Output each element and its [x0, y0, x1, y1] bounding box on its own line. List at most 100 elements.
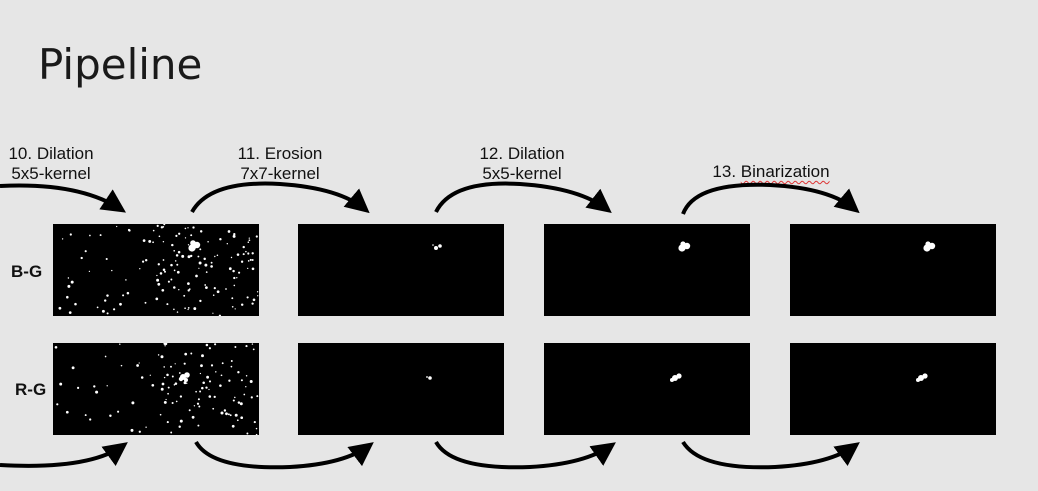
noise-speck	[67, 284, 71, 288]
noise-speck	[212, 294, 215, 296]
noise-speck	[171, 401, 174, 405]
arrow-bottom-10	[0, 442, 128, 468]
noise-speck	[187, 282, 190, 285]
noise-speck	[190, 352, 193, 355]
noise-speck	[111, 269, 113, 272]
noise-speck	[176, 270, 180, 274]
noise-speck	[156, 278, 160, 282]
noise-speck	[175, 254, 179, 257]
noise-speck	[247, 267, 249, 270]
noise-speck	[257, 295, 259, 297]
noise-speck	[210, 265, 213, 268]
noise-speck	[183, 362, 186, 365]
noise-speck	[236, 253, 240, 256]
noise-speck	[223, 409, 227, 412]
noise-speck	[240, 416, 244, 420]
noise-speck	[234, 396, 236, 399]
noise-speck	[197, 255, 200, 258]
noise-speck	[160, 355, 164, 359]
noise-speck	[187, 308, 189, 311]
noise-speck	[230, 365, 233, 368]
noise-speck	[174, 260, 177, 262]
noise-speck	[210, 364, 214, 367]
noise-speck	[251, 302, 254, 305]
noise-speck	[255, 427, 258, 430]
noise-speck	[162, 240, 165, 243]
noise-speck	[233, 284, 236, 287]
noise-speck	[152, 241, 154, 244]
noisy-mask-bg	[58, 224, 259, 316]
noise-speck	[220, 374, 223, 377]
noise-speck	[116, 225, 118, 228]
noise-speck	[174, 382, 178, 385]
noise-speck	[187, 255, 191, 259]
noise-speck	[251, 267, 255, 271]
noise-speck	[236, 277, 238, 279]
noise-speck	[221, 362, 224, 365]
noise-speck	[96, 306, 99, 309]
noise-speck	[159, 272, 163, 275]
noise-speck	[206, 375, 210, 379]
noise-speck	[246, 296, 249, 299]
noise-speck	[139, 268, 141, 270]
noise-speck	[231, 297, 234, 300]
eroded-mask-bg	[432, 244, 442, 250]
noise-speck	[77, 386, 80, 389]
noise-speck	[187, 244, 190, 246]
noise-speck	[228, 267, 232, 271]
eroded-mask-rg	[426, 376, 432, 380]
noise-speck	[178, 289, 180, 291]
noise-speck	[237, 371, 240, 374]
noise-speck	[214, 343, 217, 346]
step-10-number: 10. Dilation	[8, 144, 94, 163]
noise-speck	[74, 302, 77, 306]
noise-speck	[167, 386, 170, 389]
noise-speck	[251, 343, 254, 345]
noise-speck	[93, 385, 96, 388]
noise-speck	[106, 385, 108, 387]
step-12-number: 12. Dilation	[479, 144, 565, 163]
noise-speck	[216, 254, 219, 256]
panel-rg-step11	[298, 343, 504, 435]
noise-speck	[174, 363, 176, 365]
noise-speck	[187, 227, 189, 229]
noise-speck	[89, 234, 91, 237]
noise-speck	[198, 405, 201, 408]
noise-speck	[247, 252, 250, 255]
noise-speck	[183, 294, 186, 297]
noise-speck	[227, 230, 231, 233]
noise-speck	[246, 432, 249, 435]
noise-speck	[245, 386, 247, 388]
noise-speck	[179, 395, 183, 398]
noise-speck	[193, 307, 197, 311]
noise-speck	[155, 297, 159, 301]
noise-speck	[212, 407, 215, 410]
noise-speck	[161, 382, 165, 386]
noise-speck	[61, 238, 64, 240]
noise-speck	[170, 365, 172, 368]
noise-speck	[252, 298, 256, 302]
noise-speck	[99, 234, 102, 237]
noise-speck	[205, 271, 208, 273]
noise-speck	[158, 235, 161, 238]
noise-speck	[195, 390, 197, 393]
noise-speck	[200, 364, 203, 368]
noise-speck	[232, 269, 235, 273]
noise-speck	[247, 241, 250, 243]
noise-speck	[175, 400, 178, 403]
panel-rg-step13	[790, 343, 996, 435]
noise-speck	[130, 428, 134, 432]
noise-speck	[178, 372, 181, 374]
noise-speck	[157, 282, 161, 286]
noise-speck	[145, 426, 147, 428]
noise-speck	[193, 405, 196, 407]
noise-speck	[167, 392, 169, 395]
noise-speck	[243, 393, 246, 396]
noise-speck	[203, 257, 206, 261]
noise-speck	[95, 390, 99, 394]
panel-bg-step13	[790, 224, 996, 316]
noise-speck	[195, 274, 198, 278]
noise-speck	[213, 395, 216, 399]
noise-speck	[69, 233, 72, 236]
noise-speck	[136, 364, 139, 367]
